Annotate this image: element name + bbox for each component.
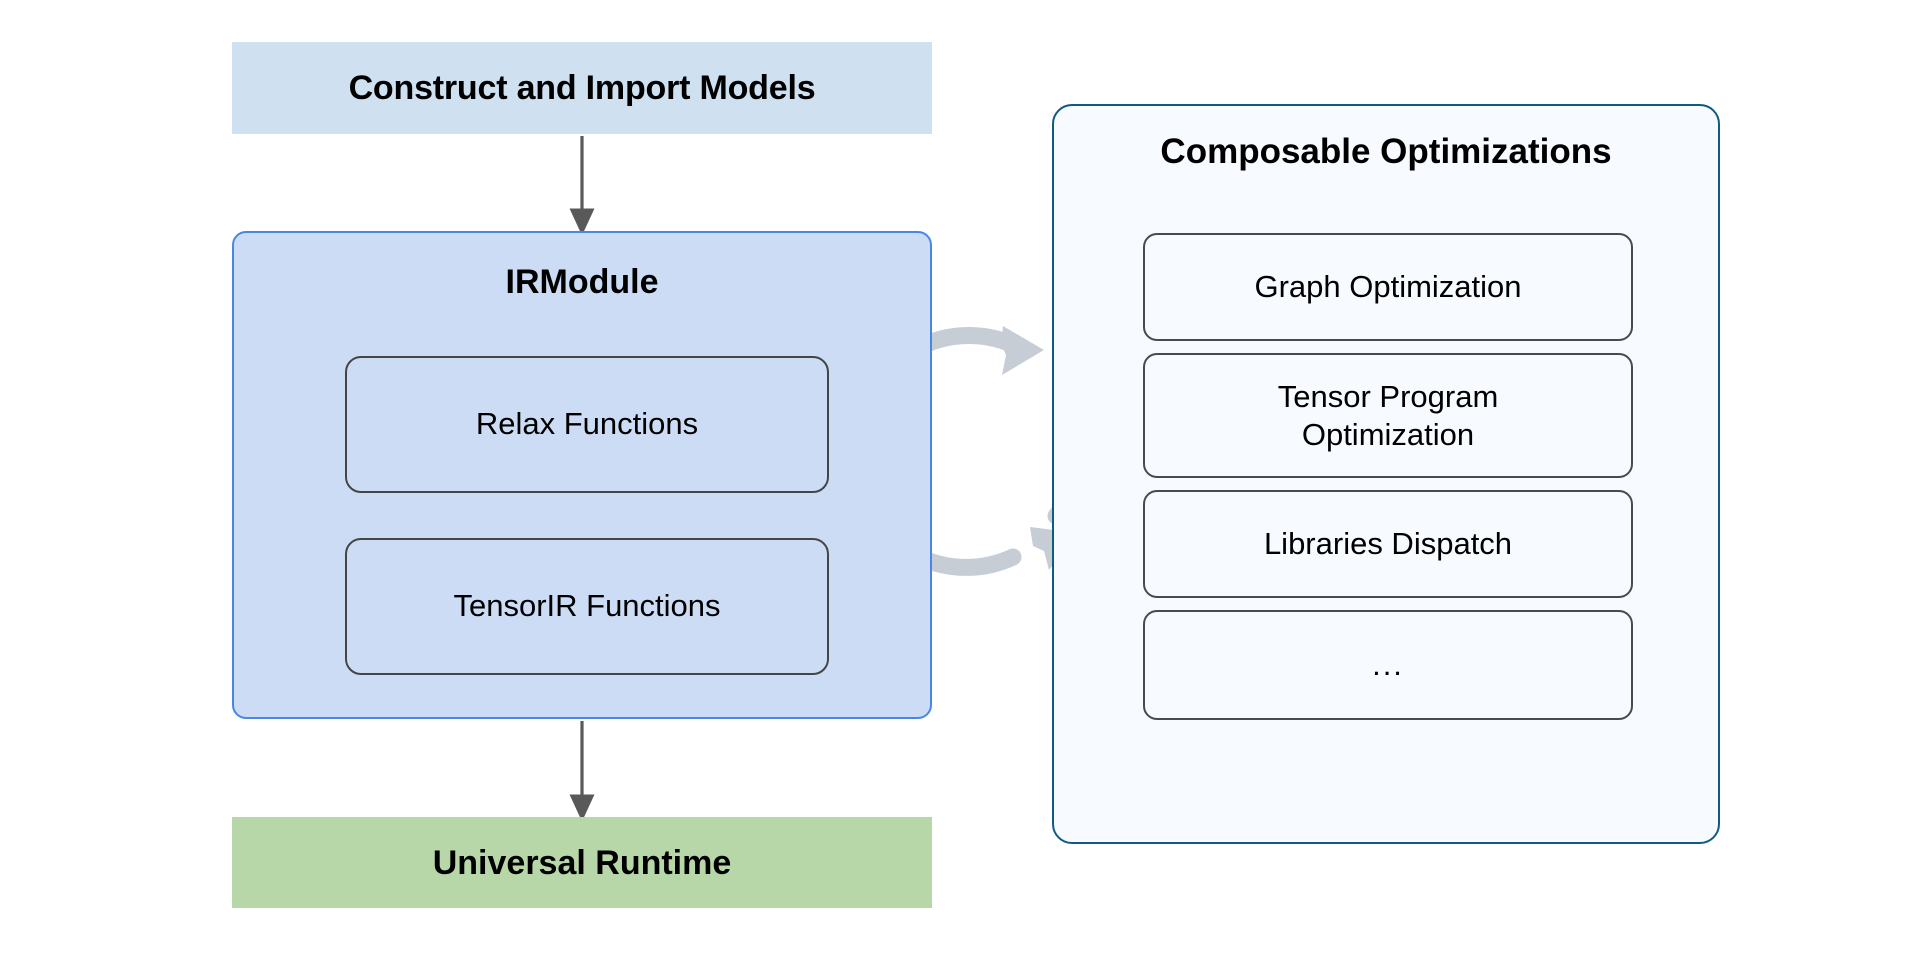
node-relax-functions: Relax Functions (345, 356, 829, 493)
panel-composable-optimizations: Composable Optimizations Graph Optimizat… (1052, 104, 1720, 844)
node-construct-label: Construct and Import Models (348, 69, 816, 107)
universal-runtime-label: Universal Runtime (432, 843, 732, 882)
node-tensor-program-optimization: Tensor Program Optimization (1143, 353, 1633, 478)
irmodule-title: IRModule (505, 263, 659, 301)
tensorir-functions-label: TensorIR Functions (453, 588, 721, 624)
graph-optimization-label: Graph Optimization (1254, 269, 1522, 305)
composable-optimizations-title: Composable Optimizations (1160, 132, 1612, 171)
node-libraries-dispatch: Libraries Dispatch (1143, 490, 1633, 598)
more-optimizations-label: ... (1372, 647, 1404, 683)
node-irmodule: IRModule Relax Functions TensorIR Functi… (232, 231, 932, 719)
node-graph-optimization: Graph Optimization (1143, 233, 1633, 341)
tensor-program-optimization-label: Tensor Program Optimization (1277, 378, 1499, 452)
relax-functions-label: Relax Functions (475, 406, 699, 442)
node-construct-and-import-models: Construct and Import Models (232, 42, 932, 134)
libraries-dispatch-label: Libraries Dispatch (1263, 526, 1513, 562)
node-universal-runtime: Universal Runtime (232, 817, 932, 908)
node-tensorir-functions: TensorIR Functions (345, 538, 829, 675)
node-more-optimizations: ... (1143, 610, 1633, 720)
